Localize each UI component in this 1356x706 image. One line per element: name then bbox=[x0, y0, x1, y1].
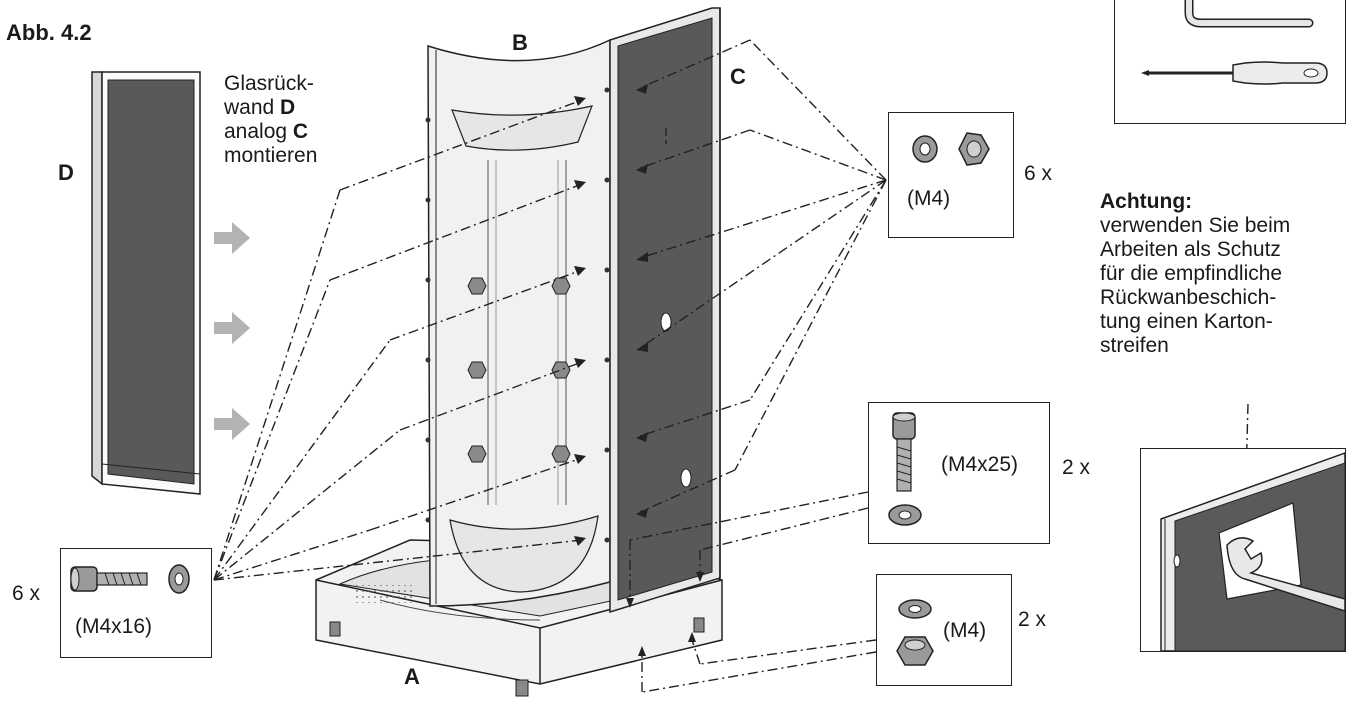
hardware-box-bolt-m4x16: (M4x16) bbox=[60, 548, 212, 658]
washer-icon bbox=[888, 504, 922, 526]
instruction-line-1: Glasrück- bbox=[224, 72, 314, 95]
warning-line-6: streifen bbox=[1100, 334, 1169, 357]
bolt-m4x25-label: (M4x25) bbox=[941, 453, 1019, 476]
leader-lines bbox=[213, 39, 1249, 693]
part-label-b: B bbox=[512, 30, 528, 55]
warning-note: Achtung: verwenden Sie beim Arbeiten als… bbox=[1100, 190, 1350, 358]
instruction-line-2: wand D bbox=[224, 96, 296, 119]
arrow-heads bbox=[574, 84, 1250, 656]
warning-line-5: tung einen Karton- bbox=[1100, 310, 1273, 333]
glass-panel-d bbox=[91, 71, 201, 495]
instruction-text: Glasrück- wand D analog C montieren bbox=[224, 72, 317, 168]
screwdriver-icon bbox=[1141, 61, 1328, 85]
bolt-m4x25-qty: 2 x bbox=[1062, 456, 1091, 479]
protection-inset bbox=[1140, 448, 1346, 652]
hex-nut-icon bbox=[958, 132, 990, 166]
allen-key-icon bbox=[1184, 0, 1314, 28]
warning-title: Achtung: bbox=[1100, 190, 1193, 213]
washer-icon bbox=[168, 564, 190, 594]
figure-label: Abb. 4.2 bbox=[6, 20, 92, 45]
warning-line-2: Arbeiten als Schutz bbox=[1100, 238, 1281, 261]
glass-panel-c bbox=[609, 7, 721, 614]
hardware-box-nut-washer: (M4) bbox=[888, 112, 1014, 238]
bolt-m4x16-label: (M4x16) bbox=[75, 615, 153, 638]
warning-line-3: für die empfindliche bbox=[1100, 262, 1283, 285]
part-label-a: A bbox=[404, 664, 420, 689]
part-label-d: D bbox=[58, 160, 74, 185]
warning-line-1: verwenden Sie beim bbox=[1100, 214, 1291, 237]
washer-icon bbox=[912, 135, 938, 163]
nut-washer-bottom-qty: 2 x bbox=[1018, 608, 1047, 631]
washer-icon bbox=[898, 599, 932, 619]
hardware-box-nut-washer-bottom: (M4) bbox=[876, 574, 1012, 686]
nut-washer-bottom-label: (M4) bbox=[943, 619, 987, 642]
part-label-c: C bbox=[730, 64, 746, 89]
instruction-line-3: analog C bbox=[224, 120, 309, 143]
direction-arrows bbox=[214, 222, 250, 440]
warning-line-4: Rückwanbeschich- bbox=[1100, 286, 1277, 309]
curved-panel-b bbox=[425, 38, 611, 607]
hardware-box-bolt-m4x25: (M4x25) bbox=[868, 402, 1050, 544]
instruction-line-4: montieren bbox=[224, 144, 318, 167]
bolt-icon bbox=[70, 566, 148, 592]
bolt-m4x16-qty: 6 x bbox=[12, 582, 41, 605]
nut-washer-top-qty: 6 x bbox=[1024, 162, 1053, 185]
hex-nut-icon bbox=[896, 636, 934, 666]
tools-box bbox=[1114, 0, 1346, 124]
bolt-icon bbox=[892, 412, 916, 492]
nut-washer-top-label: (M4) bbox=[907, 187, 951, 210]
wrench-icon bbox=[1226, 537, 1345, 612]
